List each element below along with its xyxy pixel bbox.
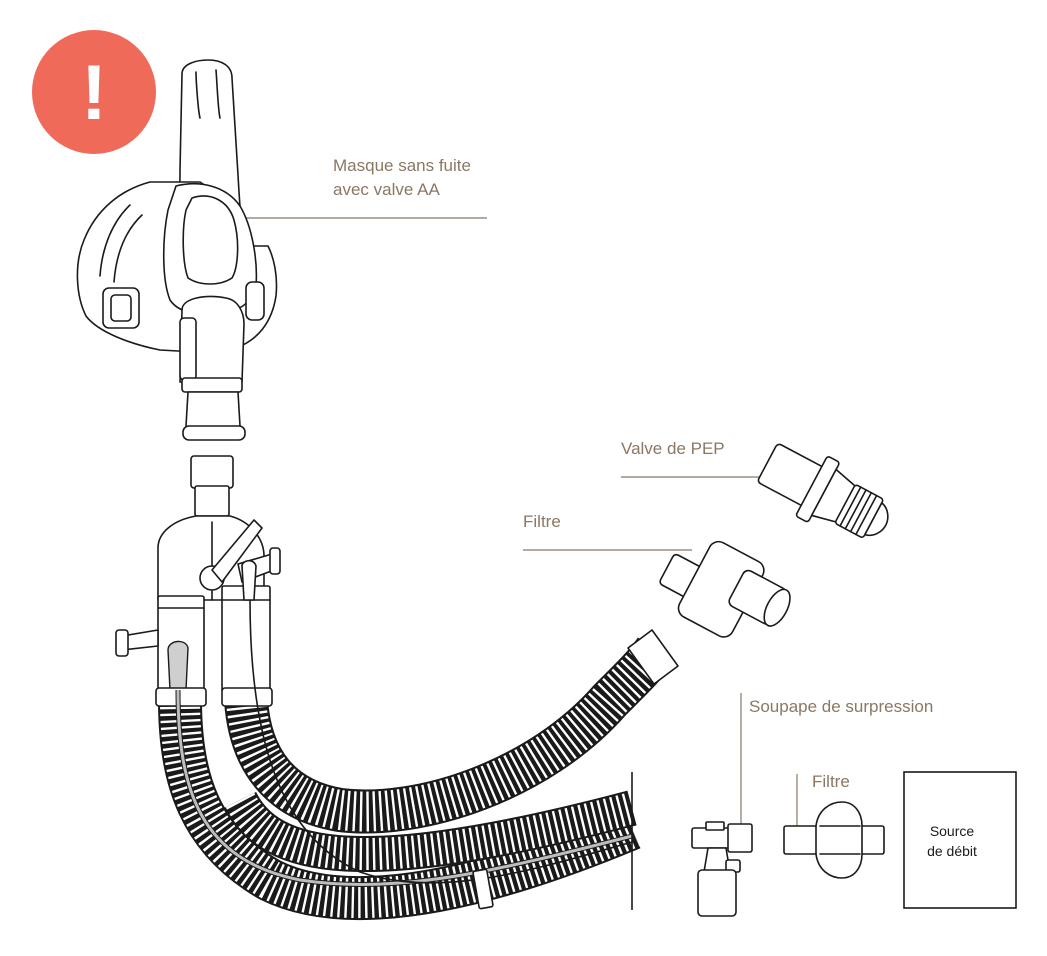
y-piece-manifold bbox=[115, 515, 281, 693]
filter-top-illustration bbox=[659, 540, 791, 638]
mask-connector bbox=[190, 455, 234, 517]
label-mask-line1: Masque sans fuite bbox=[333, 156, 471, 175]
label-mask-line2: avec valve AA bbox=[333, 180, 440, 199]
label-filter-top: Filtre bbox=[523, 512, 561, 531]
label-filter-bottom: Filtre bbox=[812, 772, 850, 791]
label-peep-valve: Valve de PEP bbox=[621, 439, 725, 458]
label-flow-source-line1: Source bbox=[929, 823, 975, 839]
filter-bottom-illustration bbox=[783, 801, 885, 879]
alert-icon bbox=[32, 30, 156, 154]
mask-illustration bbox=[76, 59, 278, 441]
peep-valve-illustration bbox=[757, 443, 889, 538]
alert-glyph: ! bbox=[81, 48, 107, 136]
flow-source-box bbox=[903, 771, 1017, 909]
leader-lines bbox=[238, 217, 806, 826]
label-relief-valve: Soupape de surpression bbox=[749, 697, 934, 716]
corrugated-tubes bbox=[155, 599, 679, 921]
relief-valve-illustration bbox=[691, 821, 753, 917]
label-flow-source-line2: de débit bbox=[927, 843, 977, 859]
